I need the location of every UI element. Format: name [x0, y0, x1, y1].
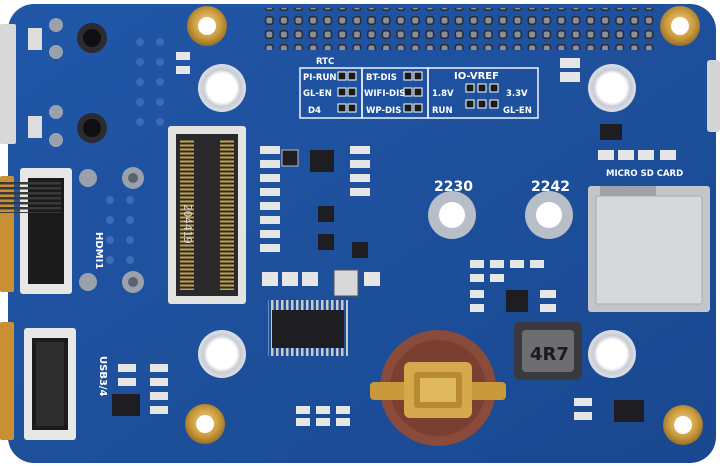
- inductor: 4R7: [514, 322, 582, 380]
- label-io-vref: IO-VREF: [454, 71, 499, 82]
- label-2242: 2242: [531, 179, 570, 195]
- mounting-hole-gold-tl: [187, 6, 227, 46]
- label-micro-sd-card: MICRO SD CARD: [606, 169, 683, 179]
- micro-sd-slot: [588, 186, 710, 312]
- mounting-hole-gold-br: [663, 405, 703, 445]
- mounting-hole-white-4: [588, 330, 636, 378]
- left-port-top: [0, 24, 16, 144]
- jumper-pads: [337, 71, 499, 113]
- mounting-hole-white-3: [198, 330, 246, 378]
- label-bt-dis: BT-DIS: [366, 73, 397, 83]
- label-3-3v: 3.3V: [506, 89, 528, 99]
- label-inductor-4r7: 4R7: [530, 344, 569, 365]
- label-1-8v: 1.8V: [432, 89, 454, 99]
- label-wp-dis: WP-DIS: [366, 106, 401, 116]
- label-gl-en-right: GL-EN: [503, 106, 532, 116]
- label-pi-run: PI-RUN: [303, 73, 336, 83]
- mounting-hole-gold-bl: [185, 404, 225, 444]
- mounting-hole-white-2: [588, 64, 636, 112]
- m2-standoff-2242: [525, 191, 573, 239]
- label-run: RUN: [432, 106, 453, 116]
- pad-grid-left: [106, 38, 164, 264]
- left-port-bottom: [0, 322, 14, 440]
- m2-slot: [168, 126, 246, 304]
- gpio-header: [262, 8, 656, 50]
- jumper-panel: [299, 67, 539, 119]
- passive-components: [118, 52, 676, 426]
- mounting-hole-white-1: [198, 64, 246, 112]
- label-d4: D4: [308, 106, 321, 116]
- right-port: [707, 60, 720, 132]
- label-m2-marking: 204419: [181, 204, 194, 244]
- hdmi-fpc-connector: [0, 168, 72, 294]
- mounting-hole-gold-tr: [660, 6, 700, 46]
- left-components: [28, 18, 144, 293]
- m2-standoff-2230: [428, 191, 476, 239]
- label-rtc: RTC: [316, 57, 334, 67]
- label-gl-en-left: GL-EN: [303, 89, 332, 99]
- label-usb34: USB3/4: [97, 356, 108, 397]
- label-wifi-dis: WIFI-DIS: [364, 89, 405, 99]
- rtc-battery-holder: [370, 330, 506, 446]
- usb-fpc-connector: [24, 328, 76, 440]
- label-hdmi1: HDMI1: [93, 232, 104, 269]
- smd-components: [112, 124, 644, 422]
- label-2230: 2230: [434, 179, 473, 195]
